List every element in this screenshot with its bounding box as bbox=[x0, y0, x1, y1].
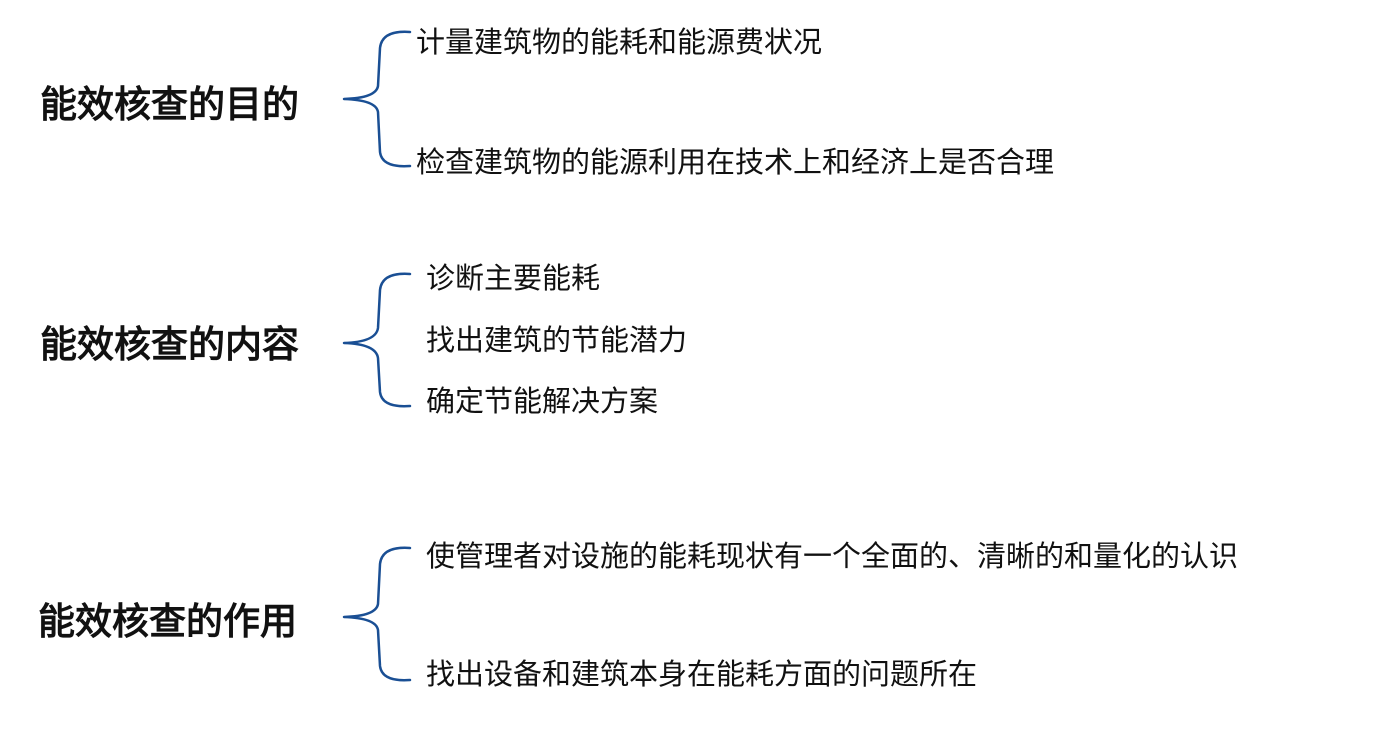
item-function-2: 找出设备和建筑本身在能耗方面的问题所在 bbox=[426, 657, 978, 691]
item-function-1: 使管理者对设施的能耗现状有一个全面的、清晰的和量化的认识 bbox=[426, 539, 1239, 573]
brace-purpose bbox=[342, 30, 412, 168]
heading-function: 能效核查的作用 bbox=[38, 600, 297, 643]
item-purpose-2: 检查建筑物的能源利用在技术上和经济上是否合理 bbox=[416, 145, 1055, 179]
item-purpose-1: 计量建筑物的能耗和能源费状况 bbox=[416, 25, 823, 59]
item-content-3: 确定节能解决方案 bbox=[426, 384, 659, 418]
item-content-2: 找出建筑的节能潜力 bbox=[426, 323, 688, 357]
item-content-1: 诊断主要能耗 bbox=[426, 261, 601, 295]
heading-content: 能效核查的内容 bbox=[40, 323, 299, 366]
heading-purpose: 能效核查的目的 bbox=[40, 83, 299, 126]
brace-content bbox=[342, 272, 412, 408]
brace-function bbox=[342, 546, 412, 682]
